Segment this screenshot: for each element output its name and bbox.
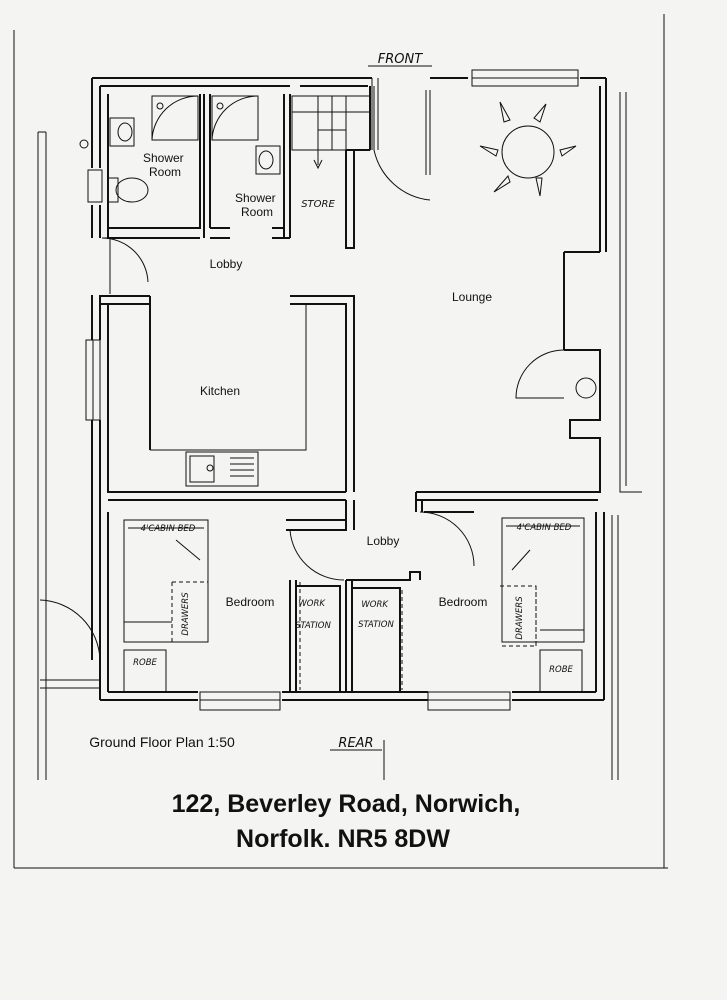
internal-walls xyxy=(100,86,598,692)
front-label: FRONT xyxy=(378,52,423,67)
shower-room-2-line2: Room xyxy=(241,205,273,219)
windows xyxy=(85,69,579,711)
scale-caption: Ground Floor Plan 1:50 xyxy=(89,734,235,750)
drawers-right-label: DRAWERS xyxy=(515,596,525,640)
kitchen-label: Kitchen xyxy=(200,384,240,398)
shower-room-2-line1: Shower xyxy=(235,191,276,205)
shower-room-1-line1: Shower xyxy=(143,151,184,165)
outside-lines xyxy=(37,131,385,780)
work-station-right-line1: WORK xyxy=(361,600,389,610)
shower-room-1-label: Shower Room xyxy=(143,151,187,179)
lounge-label: Lounge xyxy=(452,290,492,304)
robe-left-label: ROBE xyxy=(133,658,157,668)
stairs xyxy=(291,95,371,170)
bedroom-furniture xyxy=(123,517,585,693)
work-station-left-label: WORK STATION xyxy=(295,599,331,631)
lobby-lower-label: Lobby xyxy=(367,534,400,548)
cabin-bed-left-label: 4'CABIN BED xyxy=(141,524,196,534)
work-station-left-line1: WORK xyxy=(298,599,326,609)
work-station-right-label: WORK STATION xyxy=(358,600,394,630)
cabin-bed-right-label: 4'CABIN BED xyxy=(517,523,572,533)
robe-right-label: ROBE xyxy=(549,665,573,675)
lobby-upper-label: Lobby xyxy=(210,257,243,271)
shower-room-1-line2: Room xyxy=(149,165,181,179)
work-station-right-line2: STATION xyxy=(358,620,394,630)
external-walls xyxy=(91,77,642,780)
doors xyxy=(39,78,597,689)
bedroom-right-label: Bedroom xyxy=(439,595,488,609)
compass-sun-icon xyxy=(479,101,577,197)
fixtures xyxy=(107,95,307,487)
rear-label: REAR xyxy=(338,736,373,751)
work-station-left-line2: STATION xyxy=(295,621,331,631)
address-line-2: Norfolk. NR5 8DW xyxy=(236,825,450,853)
drawers-left-label: DRAWERS xyxy=(181,592,191,636)
bedroom-left-label: Bedroom xyxy=(226,595,275,609)
address-line-1: 122, Beverley Road, Norwich, xyxy=(172,790,521,818)
shower-room-2-label: Shower Room xyxy=(235,191,279,219)
store-label: STORE xyxy=(301,199,335,210)
